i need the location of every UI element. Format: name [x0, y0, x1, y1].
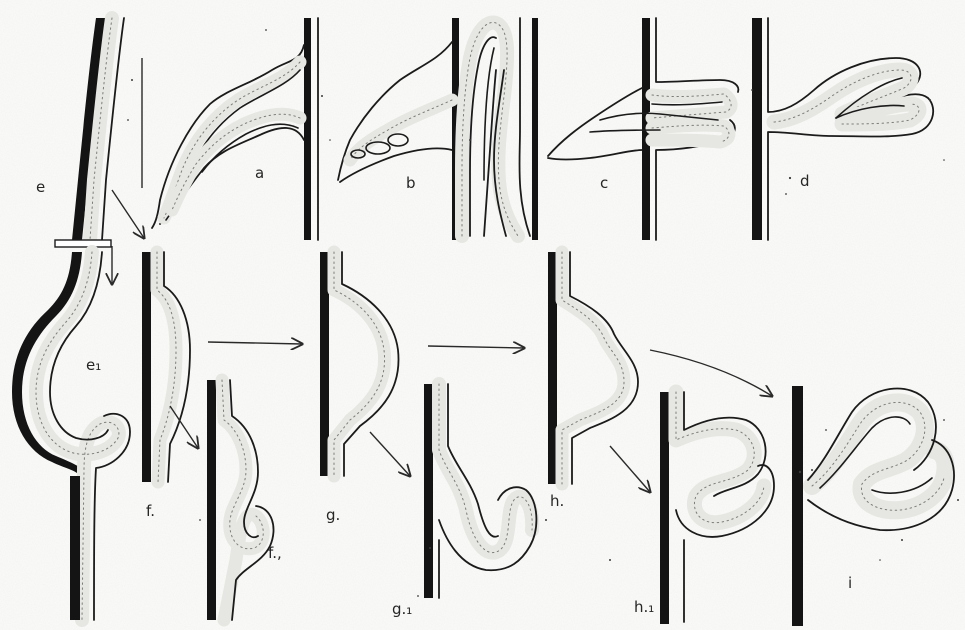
figure-a-wall — [304, 18, 311, 240]
label-h: h. — [550, 494, 564, 509]
label-d: d — [800, 174, 810, 189]
label-i: i — [848, 576, 852, 591]
label-g: g. — [326, 508, 340, 523]
figure-i-wall — [792, 386, 803, 626]
figure-f1-wall — [207, 380, 216, 620]
section-cut-bar — [55, 240, 111, 247]
label-b: b — [406, 176, 416, 191]
figure-d-wall — [752, 18, 762, 240]
label-e1: e₁ — [86, 358, 101, 373]
label-a: a — [255, 166, 264, 181]
figure-b-right-wall — [532, 18, 538, 240]
figure-f-wall — [142, 252, 151, 482]
label-h1: h.₁ — [634, 600, 654, 615]
figure-g1-wall — [424, 384, 433, 598]
label-f1: f., — [268, 546, 282, 561]
label-f: f. — [146, 504, 155, 519]
label-e: e — [36, 180, 45, 195]
figure-h1-wall — [660, 392, 669, 624]
label-c: c — [600, 176, 608, 191]
label-g1: g.₁ — [392, 602, 412, 617]
